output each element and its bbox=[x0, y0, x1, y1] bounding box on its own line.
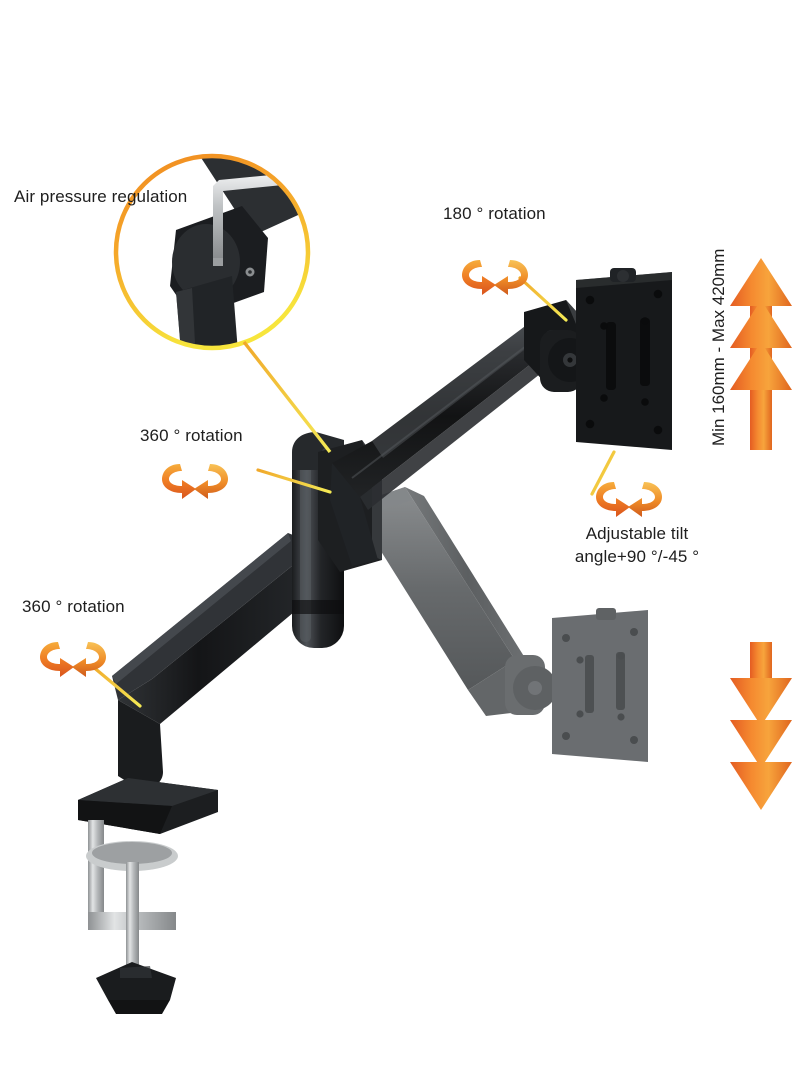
leader-line-180 bbox=[518, 276, 568, 322]
tilt-label-line1: Adjustable tilt bbox=[585, 524, 689, 543]
callout-label-adjustable-tilt: Adjustable tilt angle+90 °/-45 ° bbox=[548, 522, 726, 568]
leader-line-air-pressure bbox=[242, 340, 332, 454]
ghost-arm-lowered bbox=[352, 487, 648, 762]
desk-clamp-base bbox=[78, 778, 218, 1014]
rotation-arrows-icon bbox=[462, 260, 528, 295]
leader-line-360-upper bbox=[256, 468, 332, 494]
vesa-plate bbox=[576, 268, 672, 450]
rotation-arrows-icon bbox=[162, 464, 228, 499]
double-triple-arrow-icon bbox=[730, 258, 792, 810]
callout-label-air-pressure: Air pressure regulation bbox=[14, 187, 188, 206]
tilt-label-line2: angle+90 °/-45 ° bbox=[574, 547, 700, 566]
leader-line-360-lower bbox=[90, 664, 142, 708]
gas-spring-upper-arm bbox=[330, 318, 545, 566]
callout-label-180-rotation: 180 ° rotation bbox=[443, 204, 546, 223]
rotation-arrows-icon bbox=[40, 642, 106, 677]
callout-label-360-rotation-upper: 360 ° rotation bbox=[140, 426, 243, 445]
callout-label-360-rotation-lower: 360 ° rotation bbox=[22, 597, 125, 616]
ghost-vesa-plate bbox=[552, 608, 648, 762]
callout-label-height-travel: Min 160mm - Max 420mm bbox=[709, 248, 728, 446]
rotation-arrows-icon bbox=[596, 482, 662, 517]
lower-arm-segment bbox=[112, 533, 318, 789]
leader-line-tilt bbox=[590, 450, 616, 496]
ghost-tilt-joint bbox=[505, 655, 557, 715]
